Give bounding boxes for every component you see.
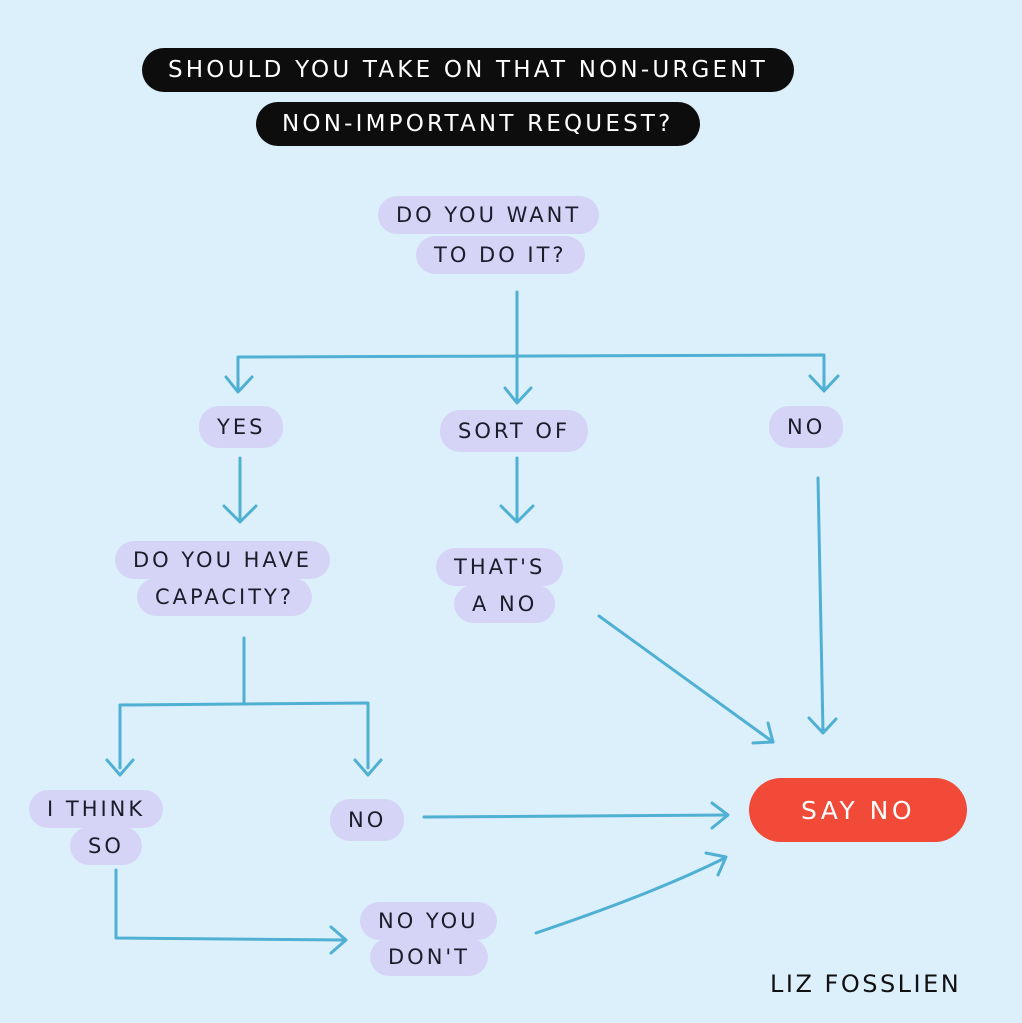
arrow-noyoudont-to-sayno [534, 856, 727, 935]
arrow-head-sayno-left [710, 801, 730, 830]
node-capacity-line-1: DO YOU HAVE [115, 541, 331, 579]
node-sort-of: SORT OF [440, 410, 589, 452]
node-thats-a-no-line-1: THAT'S [436, 548, 564, 586]
arrow-head-yes [224, 375, 254, 394]
node-say-no: SAY NO [749, 778, 967, 842]
artist-signature: LIZ FOSSLIEN [770, 970, 962, 998]
node-yes: YES [199, 406, 284, 448]
connector-top-branch [236, 353, 826, 392]
node-do-you-want-line-1: DO YOU WANT [378, 196, 600, 234]
node-no-top: NO [769, 406, 844, 448]
node-thats-a-no-line-2: A NO [454, 585, 556, 623]
arrow-ithinkso-to-noyoudont [114, 868, 347, 942]
title-line-1: SHOULD YOU TAKE ON THAT NON-URGENT [142, 48, 794, 92]
node-capacity-line-2: CAPACITY? [137, 578, 313, 616]
node-no-you-dont-line-1: NO YOU [360, 902, 497, 940]
arrow-head-i-think-so [105, 758, 135, 777]
arrow-head-thatsano [499, 504, 535, 524]
arrow-head-no-capacity [353, 758, 383, 777]
node-no-you-dont-line-2: DON'T [370, 938, 489, 976]
arrow-head-capacity [222, 504, 258, 524]
node-no-capacity: NO [330, 799, 405, 841]
arrow-head-sayno-diag [751, 721, 775, 745]
arrow-no-to-sayno [816, 476, 825, 734]
arrow-nocap-to-sayno [422, 813, 729, 819]
node-i-think-so-line-1: I THINK [29, 790, 164, 828]
node-do-you-want-line-2: TO DO IT? [416, 236, 585, 274]
node-i-think-so-line-2: SO [70, 827, 142, 865]
title-line-2: NON-IMPORTANT REQUEST? [256, 102, 700, 146]
connector-capacity-branch [118, 701, 370, 770]
arrow-thatsano-to-sayno [597, 614, 775, 744]
arrow-head-sayno-bottom [704, 851, 728, 877]
arrow-head-noyoudont [329, 925, 348, 955]
arrow-head-no-top [808, 374, 840, 393]
arrow-head-sayno-top [807, 716, 838, 735]
arrow-head-sort-of [503, 386, 533, 405]
